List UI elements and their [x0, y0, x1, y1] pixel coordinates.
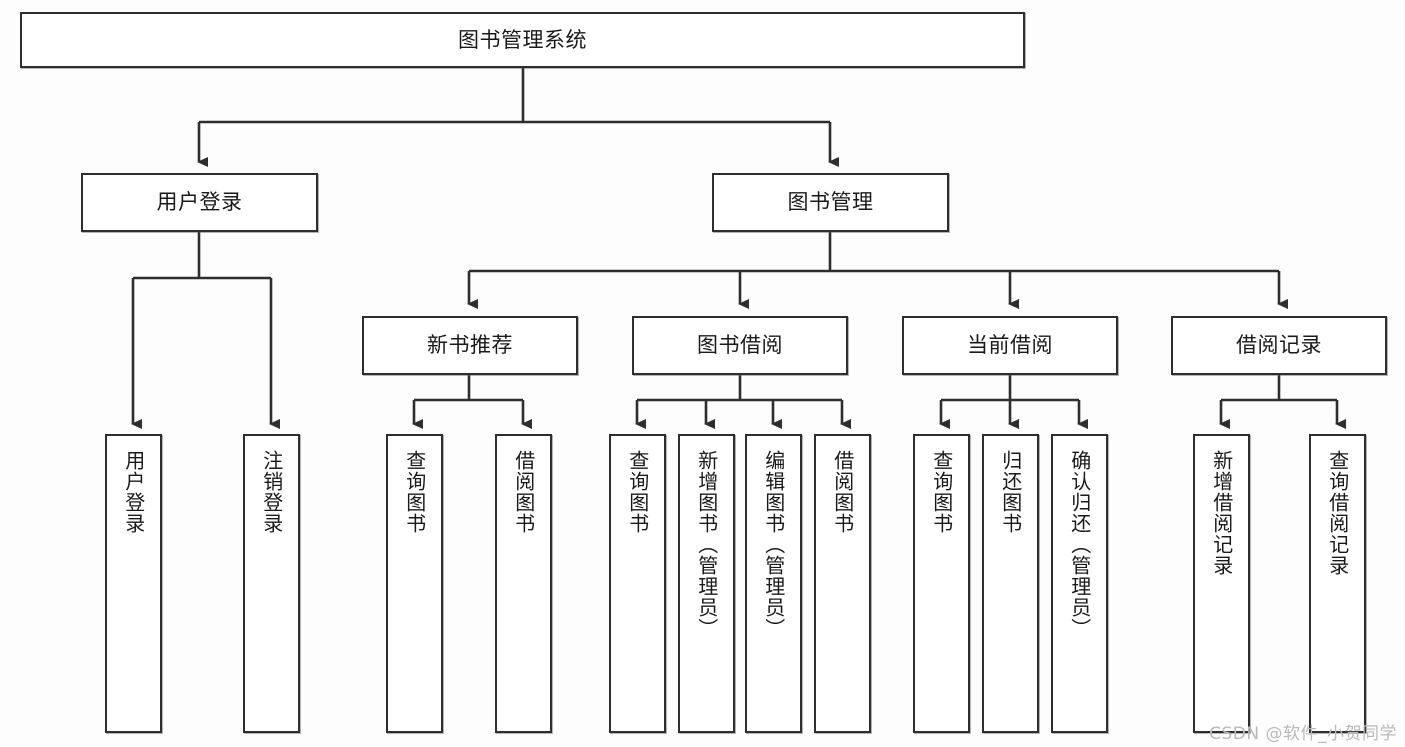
node-borrow-record[interactable]: 借阅记录 — [1171, 316, 1387, 375]
node-new-book-recommend-label: 新书推荐 — [427, 333, 513, 358]
node-book-borrow-label: 图书借阅 — [697, 333, 783, 358]
leaf-add-book-label: 新增图书（管理员） — [694, 450, 719, 639]
leaf-query-book-2-label: 查询图书 — [625, 450, 650, 534]
leaf-user-login-label: 用户登录 — [121, 450, 146, 534]
leaf-query-record-label: 查询借阅记录 — [1325, 450, 1350, 576]
node-current-borrow[interactable]: 当前借阅 — [902, 316, 1118, 375]
leaf-user-login[interactable]: 用户登录 — [105, 434, 162, 733]
leaf-return-book[interactable]: 归还图书 — [982, 434, 1039, 733]
node-new-book-recommend[interactable]: 新书推荐 — [362, 316, 578, 375]
node-user-login[interactable]: 用户登录 — [81, 173, 318, 232]
leaf-add-record[interactable]: 新增借阅记录 — [1193, 434, 1250, 733]
node-root[interactable]: 图书管理系统 — [20, 12, 1025, 68]
leaf-query-book-3-label: 查询图书 — [929, 450, 954, 534]
node-root-label: 图书管理系统 — [458, 27, 587, 52]
node-book-manage-label: 图书管理 — [787, 190, 874, 215]
leaf-confirm-return[interactable]: 确认归还（管理员） — [1051, 434, 1108, 733]
leaf-query-book-2[interactable]: 查询图书 — [609, 434, 666, 733]
leaf-logout-label: 注销登录 — [259, 450, 284, 534]
csdn-watermark: CSDN @软件_小贺同学 — [1209, 724, 1397, 744]
leaf-query-book-1[interactable]: 查询图书 — [386, 434, 443, 733]
leaf-query-book-3[interactable]: 查询图书 — [913, 434, 970, 733]
leaf-return-book-label: 归还图书 — [998, 450, 1023, 534]
node-book-manage[interactable]: 图书管理 — [712, 173, 949, 232]
leaf-borrow-book-2[interactable]: 借阅图书 — [814, 434, 871, 733]
leaf-confirm-return-label: 确认归还（管理员） — [1067, 450, 1092, 639]
node-borrow-record-label: 借阅记录 — [1236, 333, 1322, 358]
leaf-borrow-book-1-label: 借阅图书 — [511, 450, 536, 534]
leaf-add-record-label: 新增借阅记录 — [1209, 450, 1234, 576]
node-book-borrow[interactable]: 图书借阅 — [632, 316, 848, 375]
leaf-edit-book-label: 编辑图书（管理员） — [761, 450, 786, 639]
leaf-borrow-book-2-label: 借阅图书 — [830, 450, 855, 534]
leaf-edit-book[interactable]: 编辑图书（管理员） — [745, 434, 802, 733]
leaf-borrow-book-1[interactable]: 借阅图书 — [495, 434, 552, 733]
leaf-query-record[interactable]: 查询借阅记录 — [1309, 434, 1366, 733]
node-current-borrow-label: 当前借阅 — [967, 333, 1053, 358]
leaf-query-book-1-label: 查询图书 — [402, 450, 427, 534]
leaf-logout[interactable]: 注销登录 — [243, 434, 300, 733]
leaf-add-book[interactable]: 新增图书（管理员） — [678, 434, 735, 733]
node-user-login-label: 用户登录 — [156, 190, 243, 215]
